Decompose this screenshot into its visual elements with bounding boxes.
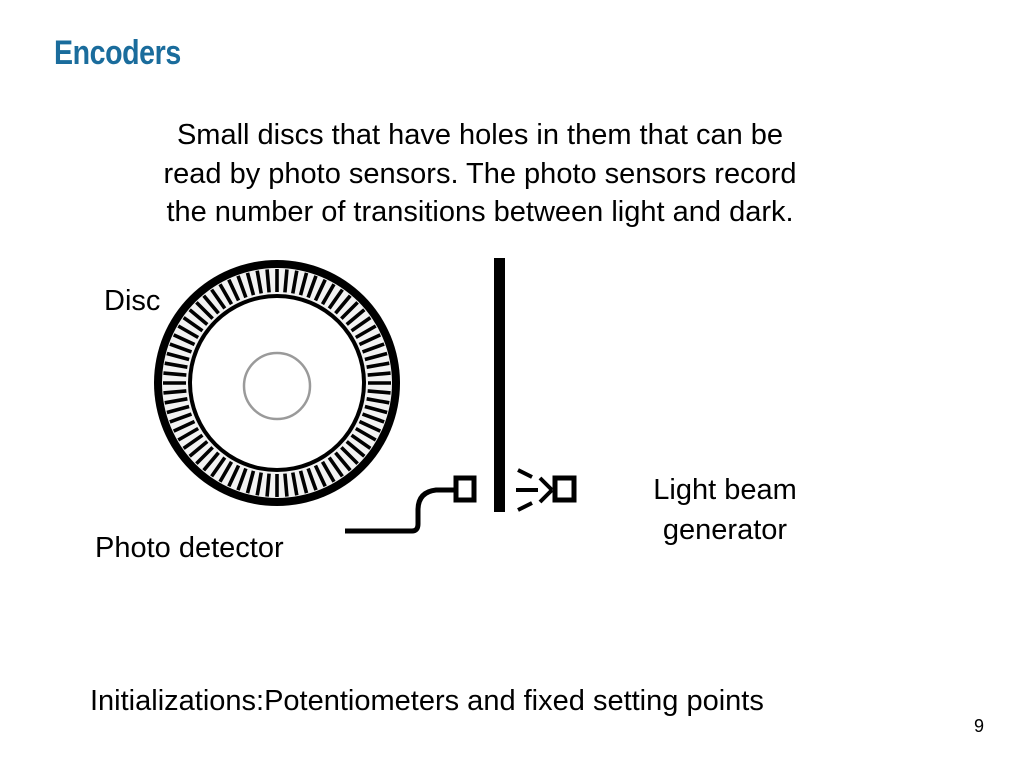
disc-slot-divider [195,301,214,320]
disc-slot-divider [354,324,377,340]
light-source-icon [516,468,577,512]
disc-slot-divider [283,269,289,293]
disc-slot-divider [313,464,327,488]
disc-slot-divider [361,342,385,354]
disc-slot-divider [367,371,391,377]
beam-ray-lower [538,488,554,504]
disc-slot-divider [298,470,309,494]
disc-slot-divider [291,472,299,496]
disc-slot-divider [283,473,289,497]
disc-slot-divider [227,464,241,488]
detector-cable [345,487,458,534]
description-line-3: the number of transitions between light … [166,196,794,228]
disc-slot-divider [166,351,190,362]
disc-slot-divider [163,389,187,395]
disc-slot-divider [358,333,382,347]
light-beam-label-line-1: Light beam [653,474,797,506]
disc-slot-divider [340,301,359,320]
photo-sensor-icon [345,475,477,534]
disc-slot-divider [358,419,382,433]
disc-slot-divider [245,272,256,296]
disc-slot-divider [327,456,344,478]
disc-slot-divider [345,440,366,458]
disc-slot-divider [163,371,187,377]
disc-slot-divider [291,270,299,294]
disc-slot-divider [313,278,327,302]
disc-slot-divider [202,294,220,315]
disc-slot-divider [164,361,188,369]
disc-slot-divider [350,316,372,333]
disc-slot-divider [265,269,271,293]
disc-slot-divider [182,433,204,450]
disc-slot-divider [255,270,263,294]
disc-slot-divider [364,351,388,362]
disc-slot-divider [320,460,336,483]
disc-slot-divider [172,419,196,433]
disc-slot-divider [188,440,209,458]
detector-body [453,475,477,503]
disc-slot-divider [218,460,234,483]
disc-slot-divider [172,333,196,347]
disc-slot-divider [320,283,336,306]
disc-slot-divider [236,467,248,491]
description-line-2: read by photo sensors. The photo sensors… [163,157,797,190]
disc-slot-divider [227,278,241,302]
disc-slots [163,269,391,497]
disc-slot-divider [364,404,388,415]
disc-slot-divider [306,275,318,299]
disc-slot-divider [366,397,390,405]
disc-slot-divider [177,324,200,340]
encoder-disc-icon [154,260,400,506]
disc-slot-divider [210,288,227,310]
disc-slot-divider [327,288,344,310]
disc-slot-divider [367,389,391,395]
disc-slot-divider [236,275,248,299]
light-source-body [552,475,577,503]
disc-slot-divider [195,446,214,465]
photo-detector-label: Photo detector [95,532,284,564]
disc-slot-divider [255,472,263,496]
disc-slot-divider [298,272,309,296]
disc-slot-divider [210,456,227,478]
disc-face [192,298,362,468]
disc-slot-divider [177,426,200,442]
light-beam-label-line-2: generator [662,514,788,546]
light-beam-label: Light beam generator [615,470,835,550]
disc-slot-divider [182,316,204,333]
disc-slot-divider [345,308,366,326]
page-number: 9 [974,716,985,736]
beam-ray-upper [538,476,554,492]
footer-text: Initializations:Potentiometers and fixed… [90,685,764,717]
beam-ray-bottom [517,501,533,512]
beam-ray-top [517,468,533,479]
disc-slot-divider [334,294,352,315]
disc-slot-divider [306,467,318,491]
disc-slot-divider [361,412,385,424]
description-text: Small discs that have holes in them that… [90,116,870,232]
disc-slot-divider [340,446,359,465]
light-barrier-bar [494,258,505,512]
disc-slot-divider [169,342,193,354]
disc-label: Disc [104,285,161,317]
disc-slot-divider [202,451,220,472]
disc-slot-divider [265,473,271,497]
disc-slot-divider [218,283,234,306]
slide-title: Encoders [54,34,181,72]
disc-slot-divider [188,308,209,326]
disc-slot-divider [169,412,193,424]
disc-slot-divider [245,470,256,494]
disc-slot-divider [354,426,377,442]
description-line-1: Small discs that have holes in them that… [176,119,784,151]
disc-slot-divider [366,361,390,369]
disc-slot-divider [166,404,190,415]
disc-hub [242,351,312,421]
disc-slot-divider [350,433,372,450]
disc-slot-divider [334,451,352,472]
disc-slot-divider [164,397,188,405]
